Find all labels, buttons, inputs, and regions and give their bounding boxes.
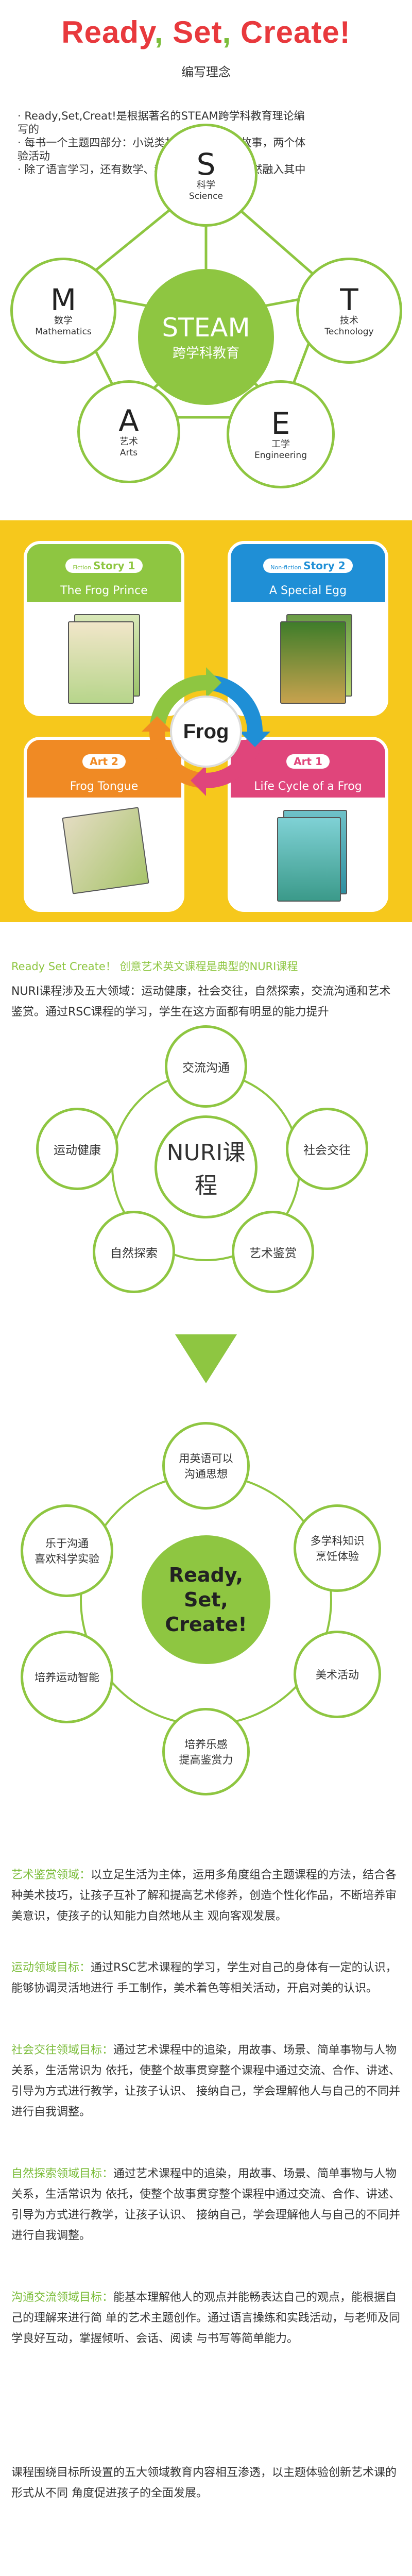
book-cover-special-egg — [280, 621, 346, 704]
nuri-item-communication: 交流沟通 — [165, 1025, 247, 1108]
intro-bullet: · 每书一个主题四部分：小说类故事，非小说类故事，两个体验活动 — [18, 137, 306, 162]
nuri-item-art: 艺术鉴赏 — [232, 1211, 314, 1293]
goal-paragraph: 沟通交流领域目标：能基本理解他人的观点并能畅表达自己的观点，能根据自己的理解来进… — [11, 2291, 400, 2345]
nuri-item-social: 社会交往 — [286, 1108, 368, 1190]
frog-center-badge: Frog — [170, 696, 242, 768]
book-cover-life-cycle — [277, 817, 341, 902]
nuri-item-health: 运动健康 — [36, 1108, 118, 1190]
page-subtitle: 编写理念 — [181, 65, 231, 79]
closing-paragraph: 课程围绕目标所设置的五大领域教育内容相互渗透，以主题体验创新艺术课的形式从不同 … — [11, 2466, 397, 2500]
down-arrow-icon — [175, 1334, 237, 1383]
goal-paragraph: 自然探索领域目标：通过艺术课程中的追染，用故事、场景、简单事物与人物关系，生活常… — [11, 2167, 400, 2242]
book-card-art2: Art 2 Frog Tongue — [24, 737, 184, 912]
steam-center-circle: STEAM 跨学科教育 — [138, 269, 274, 405]
rsc-item-sports: 培养运动智能 — [21, 1631, 113, 1723]
rsc-item-communication: 用英语可以沟通思想 — [162, 1422, 250, 1510]
rsc-center-circle: Ready, Set, Create! — [142, 1535, 270, 1664]
intro-bullet: · Ready,Set,Creat!是根据著名的STEAM跨学科教育理论编写的 — [18, 110, 305, 135]
goal-paragraph: 艺术鉴赏领域：以立足生活为主体，运用多角度组合主题课程的方法，结合各种美术技巧，… — [11, 1869, 397, 1923]
rsc-item-art: 美术活动 — [294, 1631, 381, 1718]
rsc-item-science: 乐于沟通喜欢科学实验 — [21, 1504, 113, 1597]
steam-s-circle: S 科学 Science — [154, 124, 258, 227]
nuri-item-nature: 自然探索 — [93, 1211, 175, 1293]
goal-paragraph: 社会交往领域目标：通过艺术课程中的追染，用故事、场景、简单事物与人物关系，生活常… — [11, 2044, 400, 2119]
frog-cycle-arrows-icon — [142, 667, 270, 796]
steam-e-circle: E 工学 Engineering — [227, 380, 335, 488]
steam-a-circle: A 艺术 Arts — [77, 380, 180, 483]
steam-m-circle: M 数学 Mathematics — [10, 258, 116, 364]
steam-t-circle: T 技术 Technology — [296, 258, 402, 364]
book-cover-frog-prince — [68, 621, 134, 704]
nuri-description: NURI课程涉及五大领域：运动健康，社会交往，自然探索，交流沟通和艺术鉴赏。通过… — [11, 985, 391, 1019]
book-cover-frog-tongue — [62, 807, 149, 894]
nuri-heading: Ready Set Create！ 创意艺术英文课程是典型的NURI课程 — [11, 960, 298, 973]
page-title: Ready, Set, Create! — [61, 15, 351, 49]
nuri-center-circle: NURI课程 — [154, 1115, 258, 1218]
rsc-item-cooking: 多学科知识烹饪体验 — [294, 1504, 381, 1592]
book-card-art1: Art 1 Life Cycle of a Frog — [228, 737, 388, 912]
rsc-item-music: 培养乐感提高鉴赏力 — [162, 1708, 250, 1795]
goal-paragraph: 运动领域目标：通过RSC艺术课程的学习，学生对自己的身体有一定的认识，能够协调灵… — [11, 1961, 397, 1995]
